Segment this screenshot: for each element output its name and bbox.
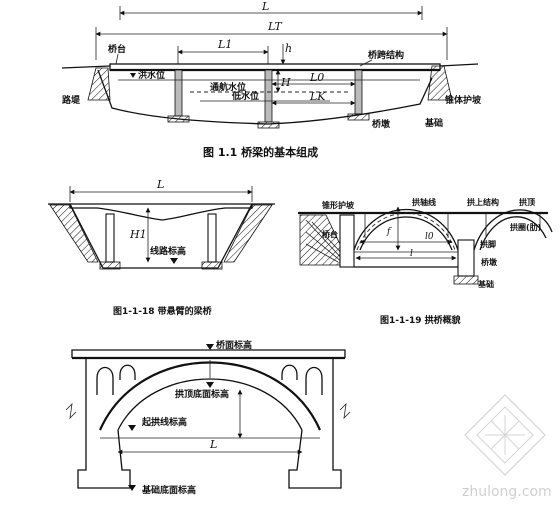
label-cone-slope-fig3: 锥形护坡 (322, 200, 355, 210)
label-superstructure: 桥跨结构 (368, 49, 404, 61)
label-pier: 桥墩 (372, 118, 391, 130)
label-flood-level: 洪水位 (138, 69, 165, 81)
pier-3 (347, 69, 370, 121)
label-embankment: 路堤 (62, 94, 81, 106)
caption-fig3: 图1-1-19 拱桥概貌 (380, 314, 461, 326)
figure-arch-overview: f l0 l 锥形护坡 拱轴线 拱上结构 拱顶 桥台 拱圈(肋) 拱脚 桥墩 基… (298, 197, 553, 326)
dim-H1: H1 (129, 228, 147, 241)
dim-f: f (386, 227, 392, 237)
watermark-logo-icon (464, 394, 546, 476)
fig4-arch-inner (117, 378, 303, 431)
label-abutment: 桥台 (108, 43, 126, 55)
right-cone-slope (427, 65, 453, 101)
dim-L: L (261, 0, 269, 13)
watermark: zhulong.com (462, 394, 552, 500)
label-arch-ring: 拱圈(肋) (510, 222, 541, 232)
label-cone-slope: 锥体护坡 (445, 94, 482, 106)
arch-ring-1 (353, 208, 459, 251)
dim-LK: LK (309, 90, 326, 103)
arch-pier (457, 239, 475, 277)
pier-2 (257, 69, 280, 129)
dim-L1: L1 (217, 38, 232, 51)
figure-cantilever-bridge: L H1 线路标高 图1-1-18 带悬臂的梁桥 (48, 178, 275, 317)
label-foundation-bottom-elevation: 基础底面标高 (141, 484, 196, 496)
spandrel-arch-left-1 (96, 366, 114, 395)
label-arch-crown: 拱顶 (519, 197, 535, 207)
figure-bridge-composition: L LT L1 (61, 0, 482, 159)
label-springing-elevation: 起拱线标高 (141, 416, 187, 428)
figure-arch-elevations: 桥面标高 拱顶底面标高 起拱线标高 L 基础底面标高 (65, 339, 351, 496)
arch-abutment (339, 214, 355, 268)
spandrel-arch-right-1 (281, 364, 298, 380)
label-pier-fig3: 桥墩 (481, 257, 498, 267)
label-abutment-fig3: 桥台 (322, 229, 338, 239)
dim-l: l (410, 249, 413, 259)
label-arch-superstructure: 拱上结构 (467, 197, 499, 207)
label-foundation: 基础 (424, 117, 443, 129)
label-nav-level: 通航水位 (210, 81, 246, 93)
dim-L0: L0 (309, 71, 324, 84)
dim-LT: LT (267, 20, 283, 33)
dim-L-fig2: L (156, 178, 164, 191)
label-arch-springing: 拱脚 (480, 239, 496, 249)
pier-1 (167, 69, 190, 123)
spandrel-arch-right-2 (305, 366, 323, 395)
cantilever-deck (69, 203, 253, 221)
caption-fig1: 图 1.1 桥梁的基本组成 (203, 145, 318, 159)
dim-h: h (285, 42, 292, 55)
fig2-pier-left (105, 213, 115, 263)
label-foundation-fig3: 基础 (477, 279, 494, 289)
label-route-elevation: 线路标高 (150, 245, 186, 257)
caption-fig2: 图1-1-18 带悬臂的梁桥 (113, 305, 213, 317)
watermark-text: zhulong.com (462, 484, 552, 500)
dim-L-fig4: L (209, 438, 217, 451)
label-low-level: 低水位 (231, 90, 259, 102)
label-arch-axis: 拱轴线 (412, 197, 436, 207)
label-deck-elevation: 桥面标高 (216, 339, 252, 351)
right-bank (223, 204, 273, 263)
left-embankment (87, 67, 111, 101)
dim-l0: l0 (425, 232, 434, 242)
spandrel-arch-left-2 (119, 364, 136, 380)
dim-H: H (280, 76, 291, 89)
fig2-pier-right (207, 213, 217, 263)
fig4-right-abutment (288, 358, 342, 489)
label-crown-bottom-elevation: 拱顶底面标高 (175, 388, 229, 400)
arch-ring-2 (473, 209, 553, 251)
fig4-left-abutment (77, 358, 131, 489)
left-bank (49, 204, 99, 263)
